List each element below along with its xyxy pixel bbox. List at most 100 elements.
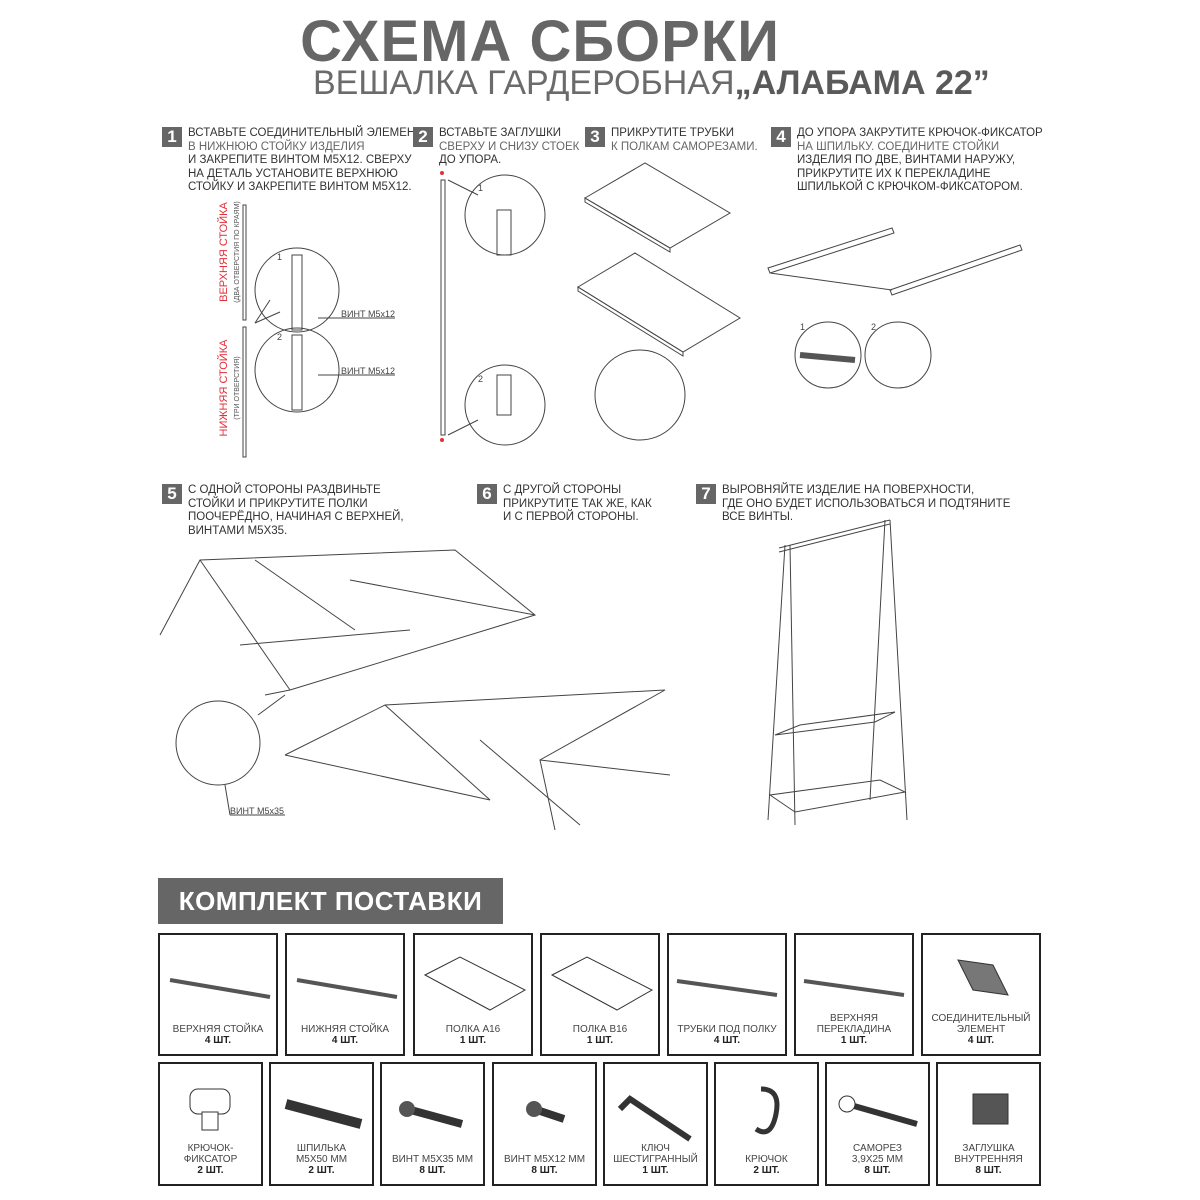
kit-item-name: ПОЛКА B16 [572, 1024, 628, 1035]
step-text-line: ВСТАВЬТЕ СОЕДИНИТЕЛЬНЫЙ ЭЛЕМЕНТ [188, 127, 423, 139]
kit-item-name: ШПИЛЬКА [296, 1143, 347, 1154]
part-icon [617, 1095, 692, 1142]
step4-diagram [767, 227, 1023, 389]
step-text-line: ШПИЛЬКОЙ С КРЮЧКОМ-ФИКСАТОРОМ. [797, 181, 1023, 193]
kit-item-name: ЭЛЕМЕНТ [956, 1024, 1006, 1035]
screw-m5x12-callout: ВИНТ M5x12 [341, 309, 395, 319]
step-text-line: К ПОЛКАМ САМОРЕЗАМИ. [611, 140, 758, 153]
part-icon [972, 1093, 1009, 1125]
kit-item-qty: 8 шт. [975, 1165, 1002, 1176]
assembly-diagrams [159, 162, 1023, 831]
detail-marker: 2 [871, 322, 877, 332]
kit-item-qty: 4 шт. [331, 1035, 359, 1046]
screw-m5x12-callout: ВИНТ M5x12 [341, 366, 395, 376]
kit-item-name: СОЕДИНИТЕЛЬНЫЙ [931, 1013, 1031, 1024]
kit-item-qty: 2 шт. [197, 1165, 224, 1176]
product-model: „АЛАБАМА 22” [734, 64, 990, 102]
detail-marker: 1 [277, 252, 283, 262]
step-text-line: С ОДНОЙ СТОРОНЫ РАЗДВИНЬТЕ [188, 484, 381, 496]
kit-item-name: КЛЮЧ [641, 1143, 670, 1154]
step-text-line: СВЕРХУ И СНИЗУ СТОЕК [439, 140, 580, 153]
kit-item-name: M5x50 ММ [295, 1154, 348, 1165]
page-title: СХЕМА СБОРКИ [300, 9, 780, 74]
part-icon [957, 959, 1009, 996]
upper-post-label: ВЕРХНЯЯ СТОЙКА (ДВА ОТВЕРСТИЯ ПО КРАЯМ) [218, 192, 244, 312]
step7-diagram [767, 519, 908, 826]
kit-item-qty: 4 шт. [204, 1035, 232, 1046]
part-icon [399, 1101, 464, 1128]
kit-item-qty: 4 шт. [967, 1035, 995, 1046]
step1-diagram [242, 204, 395, 458]
kit-item-qty: 4 шт. [713, 1035, 741, 1046]
step-text-line: С ДРУГОЙ СТОРОНЫ [503, 484, 622, 496]
part-icon [676, 979, 778, 997]
step-text-line: СТОЙКУ И ЗАКРЕПИТЕ ВИНТОМ M5x12. [188, 181, 412, 193]
kit-item-name: КРЮЧОК- [187, 1143, 234, 1154]
product-type: ВЕШАЛКА ГАРДЕРОБНАЯ [313, 64, 735, 102]
part-icon [754, 1086, 780, 1135]
step-number: 5 [162, 484, 182, 504]
upper-post-name: ВЕРХНЯЯ СТОЙКА [218, 202, 230, 302]
detail-marker: 1 [478, 183, 484, 193]
kit-item-name: ЗАГЛУШКА [962, 1143, 1015, 1154]
kit-item-name: ВИНТ M5x35 ММ [391, 1154, 474, 1165]
step2-diagram [440, 171, 546, 446]
step-text-line: ПООЧЕРЁДНО, НАЧИНАЯ С ВЕРХНЕЙ, [188, 511, 404, 523]
kit-item-qty: 2 шт. [753, 1165, 780, 1176]
kit-item-qty: 1 шт. [642, 1165, 669, 1176]
step5-diagram [159, 549, 671, 831]
upper-post-note: (ДВА ОТВЕРСТИЯ ПО КРАЯМ) [234, 201, 241, 303]
kit-item-name: ВЕРХНЯЯ [830, 1013, 878, 1024]
kit-item-name: ФИКСАТОР [183, 1154, 238, 1165]
step-number: 2 [413, 127, 433, 147]
kit-item-name: ВЕРХНЯЯ СТОЙКА [172, 1024, 264, 1035]
detail-marker: 2 [277, 332, 283, 342]
part-icon [838, 1095, 918, 1127]
part-icon [803, 979, 905, 997]
kit-item-name: ВНУТРЕННЯЯ [954, 1154, 1023, 1165]
kit-item-name: НИЖНЯЯ СТОЙКА [300, 1024, 390, 1035]
detail-marker: 1 [800, 322, 806, 332]
step-text-line: ВСЕ ВИНТЫ. [722, 511, 794, 523]
kit-item-qty: 8 шт. [419, 1165, 446, 1176]
kit-item-name: КРЮЧОК [745, 1154, 788, 1165]
step-text-line: ВЫРОВНЯЙТЕ ИЗДЕЛИЕ НА ПОВЕРХНОСТИ, [722, 484, 975, 496]
lower-post-note: (ТРИ ОТВЕРСТИЯ) [234, 356, 241, 420]
step-number: 7 [696, 484, 716, 504]
kit-title: КОМПЛЕКТ ПОСТАВКИ [158, 878, 503, 924]
step-text-line: СТОЙКИ И ПРИКРУТИТЕ ПОЛКИ [188, 497, 368, 510]
step-text-line: И ЗАКРЕПИТЕ ВИНТОМ M5x12. СВЕРХУ [188, 154, 412, 166]
kit-item-name: ТРУБКИ ПОД ПОЛКУ [677, 1024, 777, 1035]
kit-item-qty: 2 шт. [308, 1165, 335, 1176]
step-text-line: ИЗДЕЛИЯ ПО ДВЕ, ВИНТАМИ НАРУЖУ, [797, 154, 1016, 166]
step-text-line: НА ШПИЛЬКУ. СОЕДИНИТЕ СТОЙКИ [797, 140, 1000, 153]
kit-item-qty: 1 шт. [586, 1035, 614, 1046]
part-icon [189, 1088, 231, 1131]
kit-item-name: ПОЛКА A16 [445, 1024, 501, 1035]
step-text-line: ВИНТАМИ M5x35. [188, 524, 288, 537]
part-icon [526, 1101, 566, 1123]
step-text-line: ПРИКРУТИТЕ ТРУБКИ [611, 127, 735, 139]
step-number: 1 [162, 127, 182, 147]
kit-item: ВИНТ M5x12 ММ8 шт. [492, 1062, 597, 1186]
kit-item-name: 3,9x25 ММ [851, 1154, 904, 1165]
screw-m5x35-callout: ВИНТ M5x35 [230, 806, 284, 816]
kit-item-qty: 1 шт. [840, 1035, 868, 1046]
step-number: 3 [585, 127, 605, 147]
step-text-line: И С ПЕРВОЙ СТОРОНЫ. [503, 511, 639, 523]
kit-item-qty: 8 шт. [531, 1165, 558, 1176]
detail-marker: 2 [478, 374, 484, 384]
part-icon [284, 1099, 363, 1129]
part-icon [169, 978, 271, 999]
